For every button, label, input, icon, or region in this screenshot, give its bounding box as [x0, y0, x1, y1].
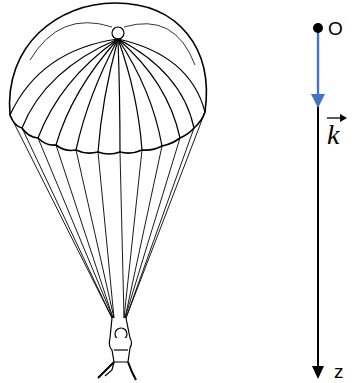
origin-point — [313, 23, 323, 33]
point-label: O — [328, 19, 343, 38]
suspension-lines — [10, 112, 205, 318]
vector-arrow-bar-head — [340, 114, 347, 122]
canopy — [10, 3, 207, 154]
axis-label: z — [334, 362, 344, 381]
vector-label: k — [327, 121, 339, 149]
parachutist — [98, 318, 136, 380]
unit-vector-head — [311, 94, 325, 108]
unit-vector-arrow — [317, 30, 319, 98]
z-axis — [311, 23, 347, 379]
